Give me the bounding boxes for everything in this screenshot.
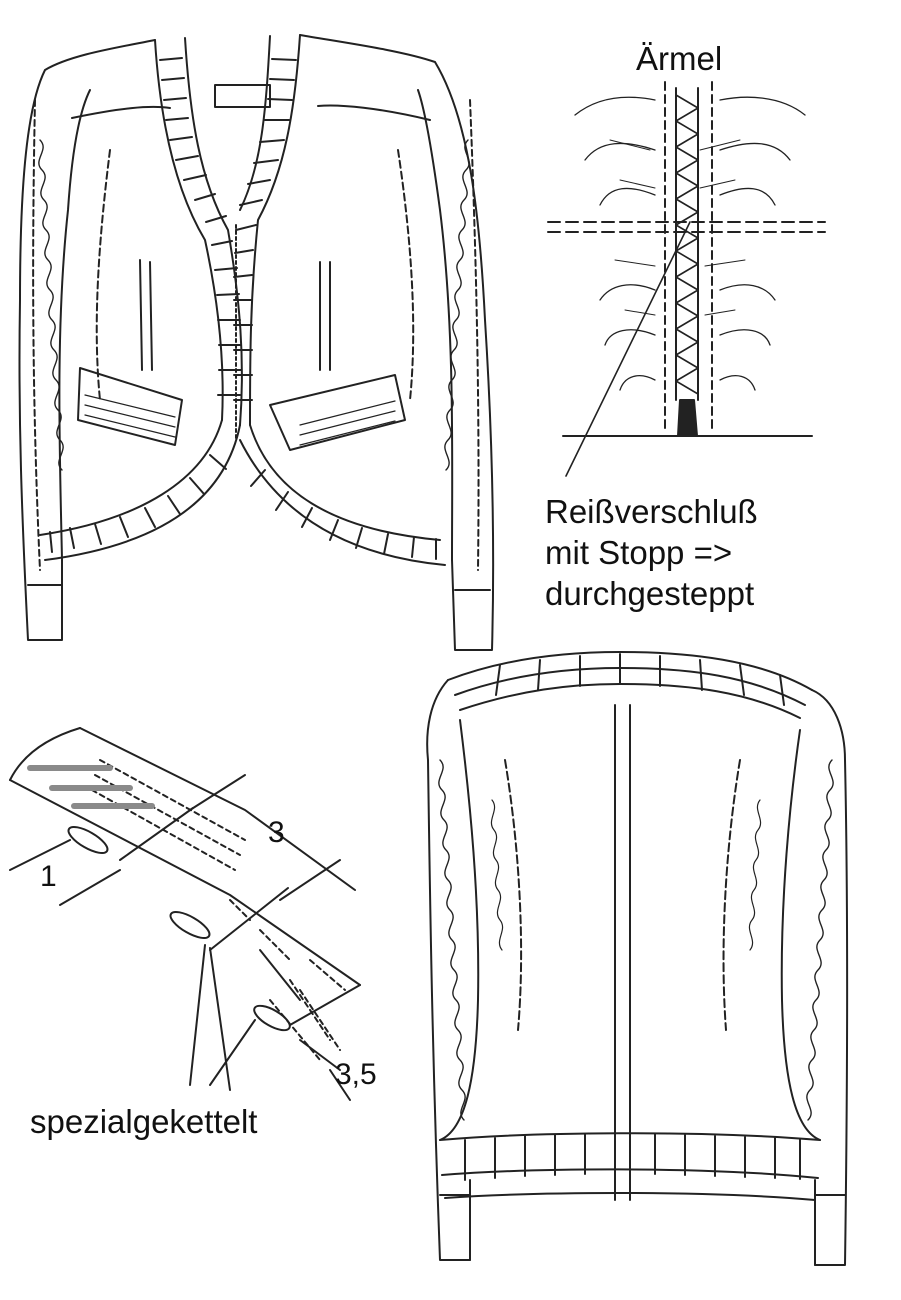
grey-stitch-marks xyxy=(27,765,155,809)
seam-width-label-3: 3 xyxy=(268,816,285,849)
zipper-note-line-3: durchgesteppt xyxy=(545,575,755,612)
zipper-note: Reißverschluß mit Stopp => durchgesteppt xyxy=(545,491,758,614)
sleeve-zipper-detail xyxy=(547,81,826,477)
jacket-front-view xyxy=(18,34,495,651)
seam-detail-diagram xyxy=(9,727,361,1101)
zipper-note-line-1: Reißverschluß xyxy=(545,493,758,530)
seam-width-label-1: 1 xyxy=(40,860,57,893)
jacket-back-view xyxy=(426,651,849,1266)
sleeve-label: Ärmel xyxy=(636,40,723,77)
seam-width-label-3-5: 3,5 xyxy=(335,1058,377,1091)
chain-stitch-label: spezialgekettelt xyxy=(30,1103,258,1140)
zipper-note-line-2: mit Stopp => xyxy=(545,534,733,571)
